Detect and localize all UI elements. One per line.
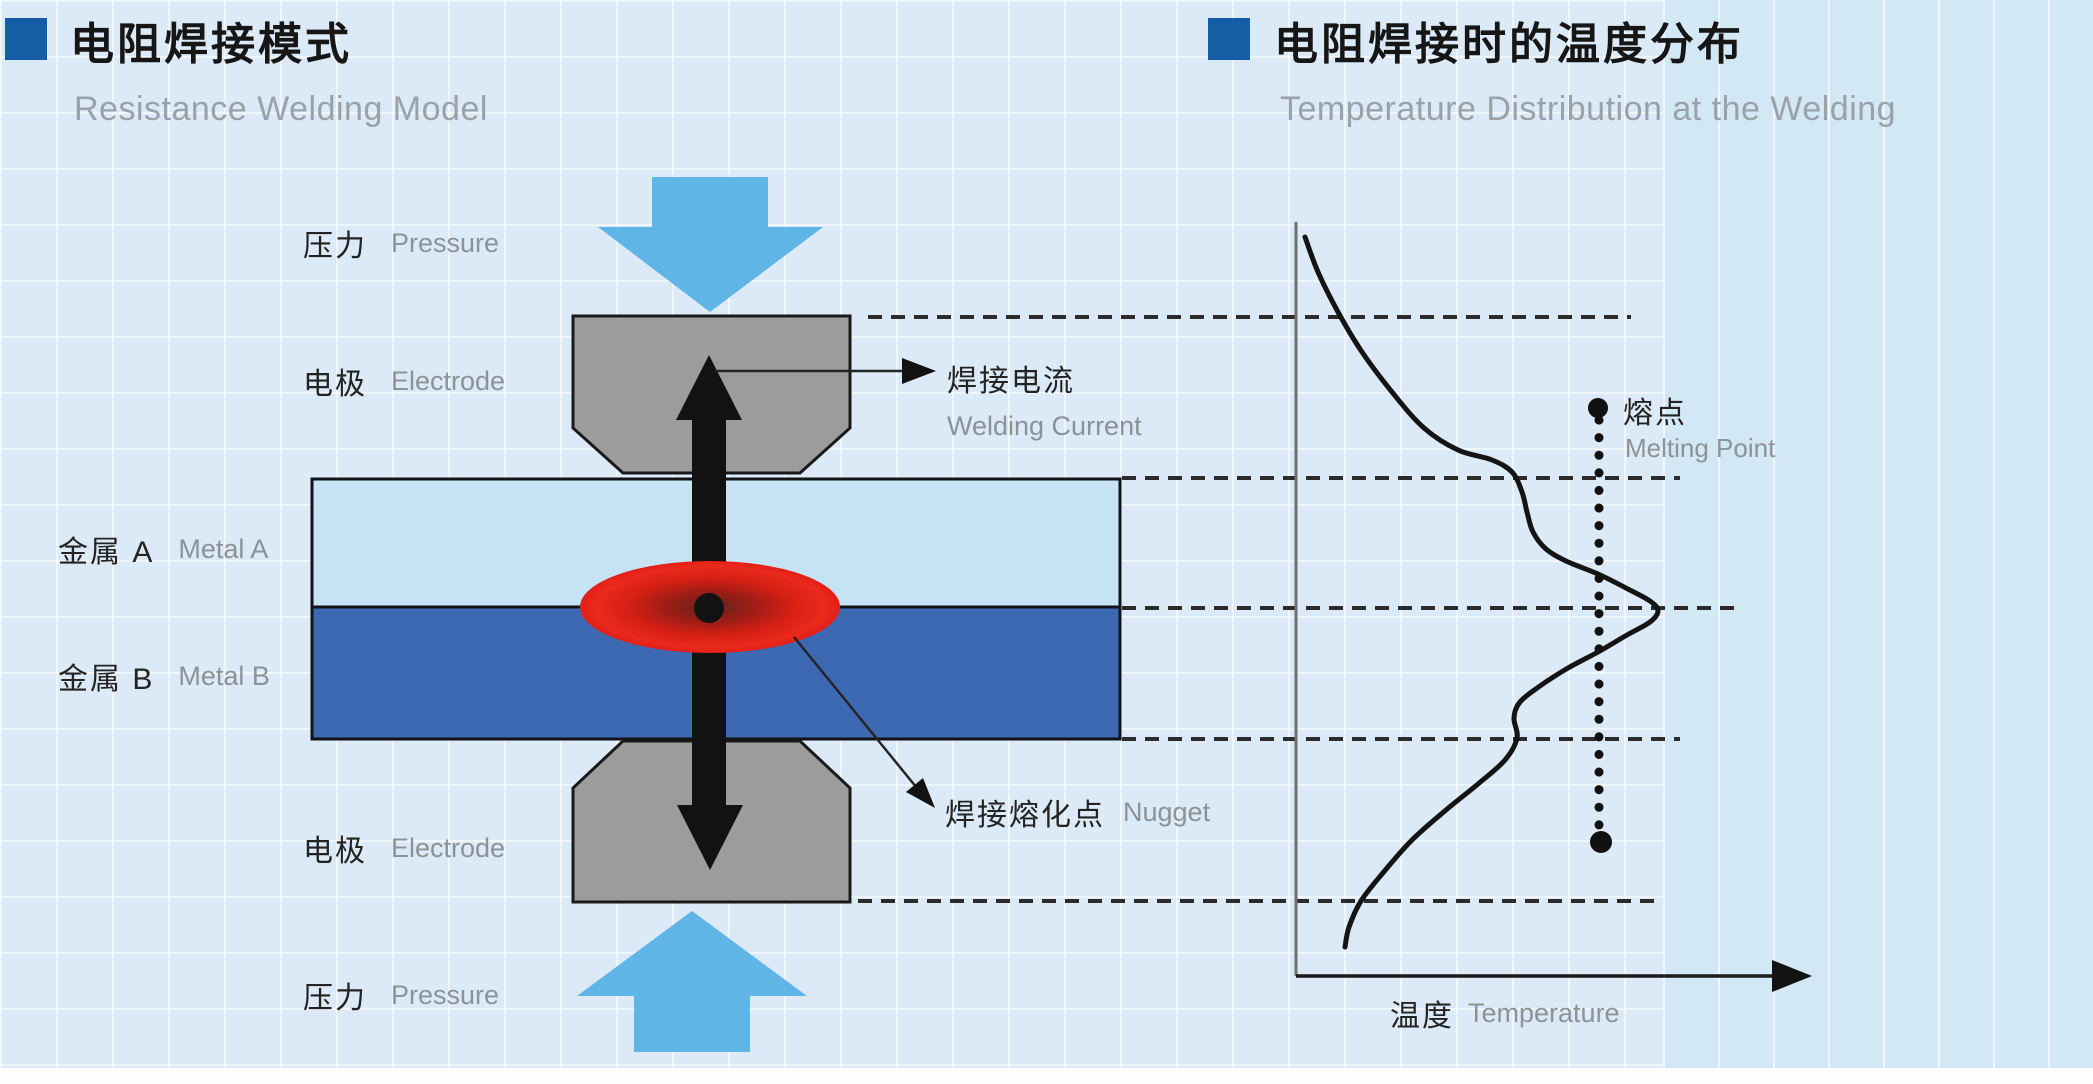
chart-x-axis-arrowhead-icon bbox=[1772, 960, 1812, 992]
metal-b-label-zh: 金属 B bbox=[58, 663, 155, 696]
left-title-bullet-square-icon bbox=[5, 18, 47, 60]
metal-a-label-zh: 金属 A bbox=[58, 536, 155, 569]
pressure-top-label: 压力 Pressure bbox=[303, 221, 499, 265]
pressure-down-arrow-icon bbox=[598, 177, 823, 312]
melting-point-label-en: Melting Point bbox=[1625, 433, 1776, 463]
electrode-bottom-label: 电极 Electrode bbox=[303, 826, 505, 870]
bottom-white-strip bbox=[0, 1068, 2093, 1084]
electrode-bottom-label-zh: 电极 bbox=[303, 835, 367, 868]
current-arrow-down-head bbox=[677, 805, 743, 870]
nugget-callout-arrowhead-icon bbox=[906, 778, 935, 808]
nugget-callout-line bbox=[793, 636, 922, 794]
pressure-bottom-label-zh: 压力 bbox=[303, 982, 367, 1015]
pressure-bottom-label: 压力 Pressure bbox=[303, 973, 499, 1017]
right-panel-subtitle: Temperature Distribution at the Welding bbox=[1280, 90, 1897, 128]
pressure-up-arrow-icon bbox=[577, 911, 807, 1052]
temperature-curve bbox=[1302, 234, 1661, 950]
pressure-bottom-label-en: Pressure bbox=[391, 979, 500, 1010]
metal-b-label: 金属 B Metal B bbox=[58, 654, 270, 698]
nugget-center-dot bbox=[694, 593, 724, 623]
welding-current-callout-arrowhead-icon bbox=[902, 358, 936, 384]
metal-a-label: 金属 A Metal A bbox=[58, 527, 268, 571]
welding-current-label-en: Welding Current bbox=[947, 411, 1142, 441]
left-panel-subtitle: Resistance Welding Model bbox=[74, 90, 488, 128]
metal-b-label-en: Metal B bbox=[178, 660, 270, 691]
right-title-bullet-square-icon bbox=[1208, 18, 1250, 60]
melting-point-label-zh: 熔点 bbox=[1623, 397, 1687, 430]
electrode-top-label: 电极 Electrode bbox=[303, 359, 505, 403]
reference-dashed-lines bbox=[858, 315, 1736, 903]
nugget-label-zh: 焊接熔化点 bbox=[945, 799, 1105, 832]
pressure-top-label-en: Pressure bbox=[391, 227, 500, 258]
nugget-label: 焊接熔化点 Nugget bbox=[945, 790, 1210, 834]
temperature-axis-label-en: Temperature bbox=[1468, 997, 1620, 1028]
welding-current-label-zh: 焊接电流 bbox=[947, 365, 1075, 398]
nugget-label-en: Nugget bbox=[1123, 796, 1211, 827]
metal-a-label-en: Metal A bbox=[178, 533, 269, 564]
temperature-axis-label: 温度 Temperature bbox=[1390, 991, 1620, 1035]
current-arrow-up-head bbox=[676, 355, 742, 420]
right-panel-title: 电阻焊接时的温度分布 bbox=[1274, 20, 1744, 69]
melting-point-top-dot bbox=[1588, 398, 1608, 418]
pressure-top-label-zh: 压力 bbox=[303, 230, 367, 263]
electrode-top-label-zh: 电极 bbox=[303, 368, 367, 401]
melting-point-bottom-dot bbox=[1590, 831, 1612, 853]
right-panel-background bbox=[1663, 0, 2093, 1068]
electrode-bottom-label-en: Electrode bbox=[391, 832, 506, 863]
temperature-axis-label-zh: 温度 bbox=[1390, 1000, 1454, 1033]
left-panel-title: 电阻焊接模式 bbox=[70, 20, 352, 69]
electrode-top-label-en: Electrode bbox=[391, 365, 506, 396]
